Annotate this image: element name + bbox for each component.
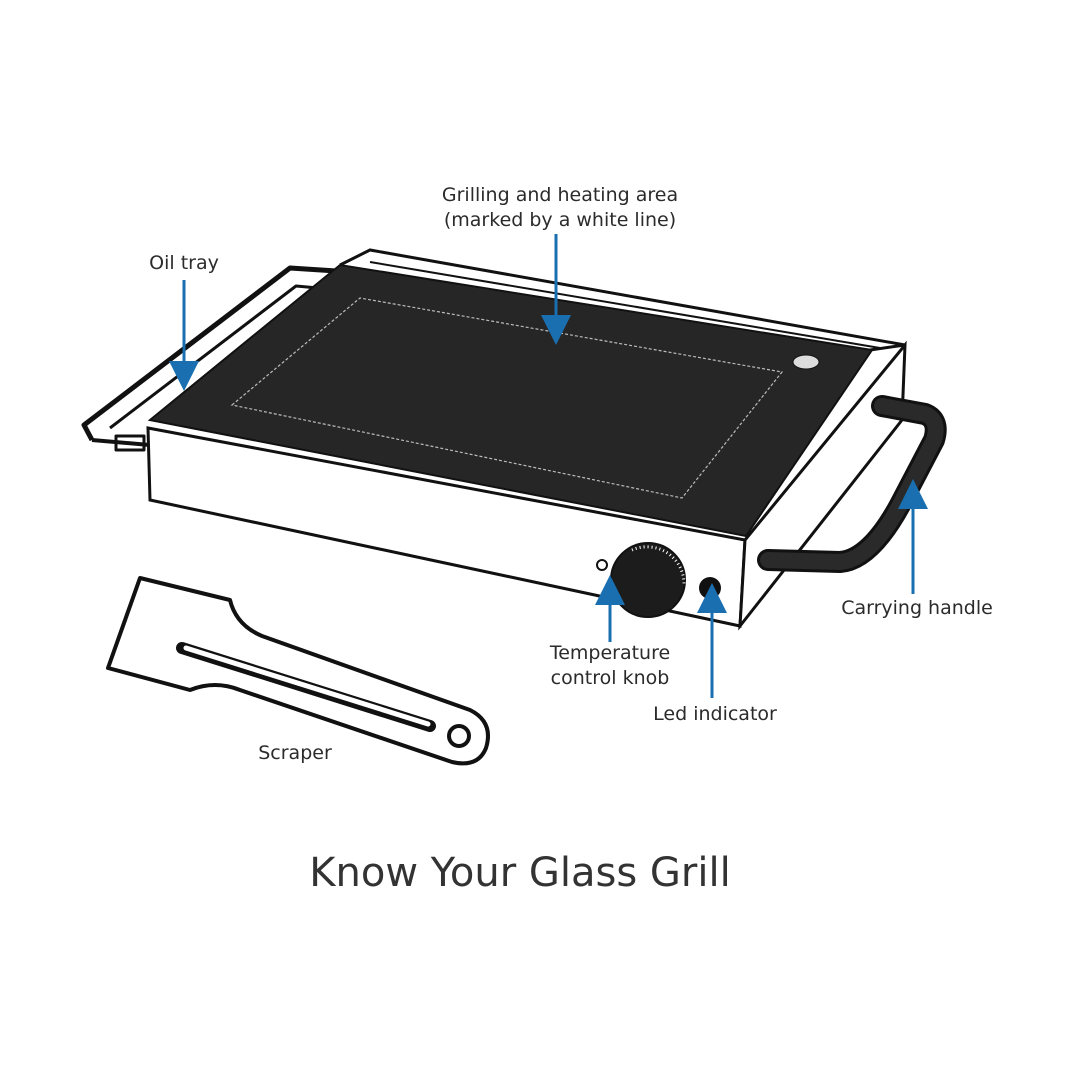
page-title: Know Your Glass Grill (309, 850, 731, 896)
label-grilling-area-line1: Grilling and heating area (441, 184, 679, 206)
grill-back-rim (339, 248, 906, 352)
label-temperature-knob-line1: Temperature (549, 642, 671, 664)
grilling-area-white-line (230, 297, 784, 499)
label-grilling-area: Grilling and heating area (marked by a w… (442, 183, 678, 233)
led-small-hole (596, 559, 608, 571)
label-carrying-handle: Carrying handle (841, 597, 993, 619)
label-temperature-knob-line2: control knob (550, 667, 670, 689)
led-indicator (699, 577, 721, 599)
callout-arrows (169, 234, 928, 698)
logo-badge (792, 354, 820, 370)
label-temperature-knob: Temperature control knob (550, 641, 670, 691)
glass-plate (147, 263, 874, 538)
temperature-knob[interactable] (610, 542, 686, 618)
scraper[interactable] (106, 576, 490, 766)
label-grilling-area-line2: (marked by a white line) (443, 209, 677, 231)
label-led-indicator: Led indicator (653, 703, 777, 725)
label-oil-tray: Oil tray (149, 252, 219, 274)
label-scraper: Scraper (258, 742, 332, 764)
